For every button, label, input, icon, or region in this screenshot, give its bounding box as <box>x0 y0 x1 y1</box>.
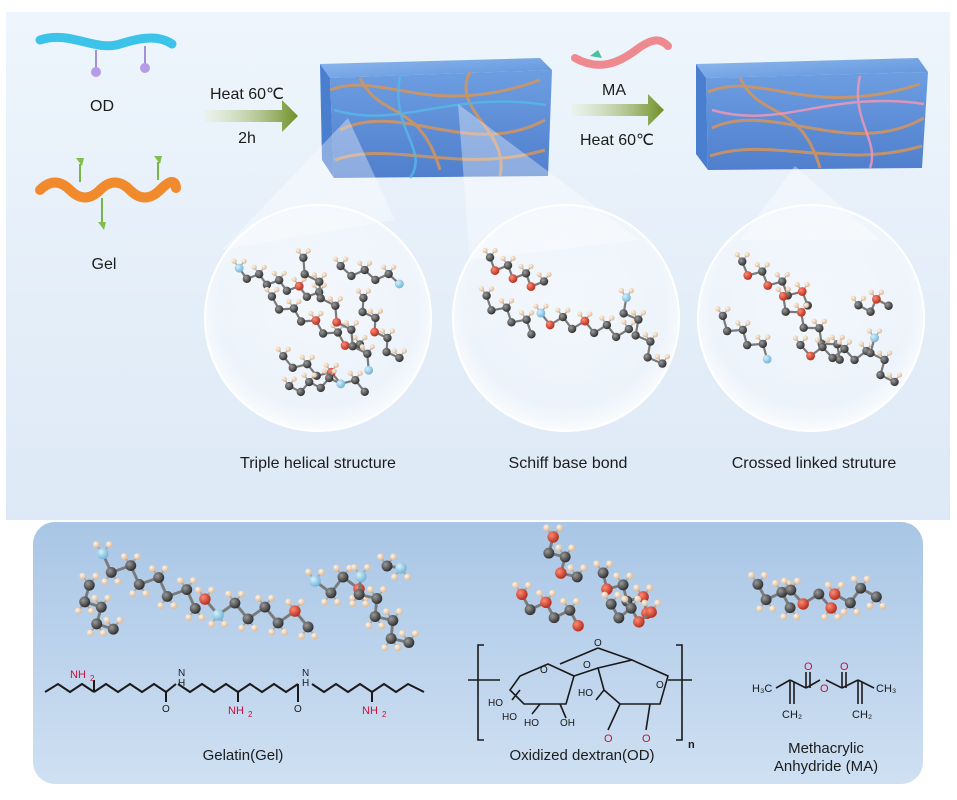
od-ho-d: HO <box>578 688 593 699</box>
od-o-top: O <box>594 638 602 649</box>
gel-nh2-a-sub: 2 <box>90 674 95 683</box>
gel-nh2-c-sub: 2 <box>382 710 387 719</box>
gelatin-skeletal-formula <box>44 680 425 702</box>
step2-condition: Heat 60℃ <box>579 132 655 149</box>
gel-label: Gel <box>91 256 117 273</box>
step1-condition: Heat 60℃ <box>209 86 285 103</box>
od-o-ring1: O <box>540 665 548 676</box>
dextran-haworth-formula <box>468 644 692 741</box>
ma-ch3: CH₃ <box>876 683 896 695</box>
ma-ch2-a: CH₂ <box>782 709 802 721</box>
ma-name-line2: Anhydride (MA) <box>773 758 879 775</box>
gel-h1: H <box>178 678 185 689</box>
od-repeat-n: n <box>688 739 695 751</box>
od-o-ring2: O <box>656 680 664 691</box>
ma-strand-icon <box>571 36 672 69</box>
crosslinked-molecule <box>715 251 903 387</box>
ma-ch2-b: CH₂ <box>852 709 872 721</box>
gel-strand-icon <box>35 156 181 230</box>
od-ho-c: HO <box>524 718 539 729</box>
od-strand-icon <box>35 32 177 77</box>
gel-nh2-b: NH <box>228 705 244 717</box>
hydrogel-cube-1 <box>320 58 552 179</box>
od-o-link: O <box>583 660 591 671</box>
dextran-name: Oxidized dextran(OD) <box>509 747 655 764</box>
ma-o-c2: O <box>840 661 849 673</box>
gelatin-3d-model <box>74 541 419 652</box>
ma-o-c1: O <box>804 661 813 673</box>
hydrogel-cube-2 <box>696 58 928 170</box>
zoom-label-3: Crossed linked struture <box>731 455 897 472</box>
gel-nh2-c: NH <box>362 705 378 717</box>
gel-nh2-a: NH <box>70 669 86 681</box>
od-ho-b: HO <box>502 712 517 723</box>
heat-arrow-1 <box>205 100 298 132</box>
od-o-ald2: O <box>642 733 651 745</box>
step1-time: 2h <box>238 130 256 147</box>
step2-reagent: MA <box>602 82 626 99</box>
zoom-label-2: Schiff base bond <box>508 455 628 472</box>
schiff-base-molecule <box>478 247 670 368</box>
heat-arrow-2 <box>572 94 664 126</box>
zoom-bubble-3 <box>697 166 925 432</box>
zoom-label-1: Triple helical structure <box>240 455 396 472</box>
ma-name-line1: Methacrylic <box>788 740 864 757</box>
ma-o-mid: O <box>820 683 829 695</box>
gel-o2: O <box>294 704 302 715</box>
od-oh-a: OH <box>560 718 575 729</box>
gel-n1: N <box>178 668 185 679</box>
ma-skeletal-formula <box>775 672 875 704</box>
od-ho-a: HO <box>488 698 503 709</box>
od-label: OD <box>90 98 114 115</box>
gelatin-name: Gelatin(Gel) <box>202 747 284 764</box>
od-o-ald1: O <box>604 733 613 745</box>
ma-3d-model <box>748 571 887 621</box>
triple-helix-molecule <box>231 248 408 397</box>
gel-o1: O <box>162 704 170 715</box>
gel-nh2-b-sub: 2 <box>248 710 253 719</box>
ma-h3c: H₃C <box>752 683 772 695</box>
dextran-3d-model <box>512 524 662 632</box>
gel-n2: N <box>302 668 309 679</box>
gel-h2: H <box>302 678 309 689</box>
